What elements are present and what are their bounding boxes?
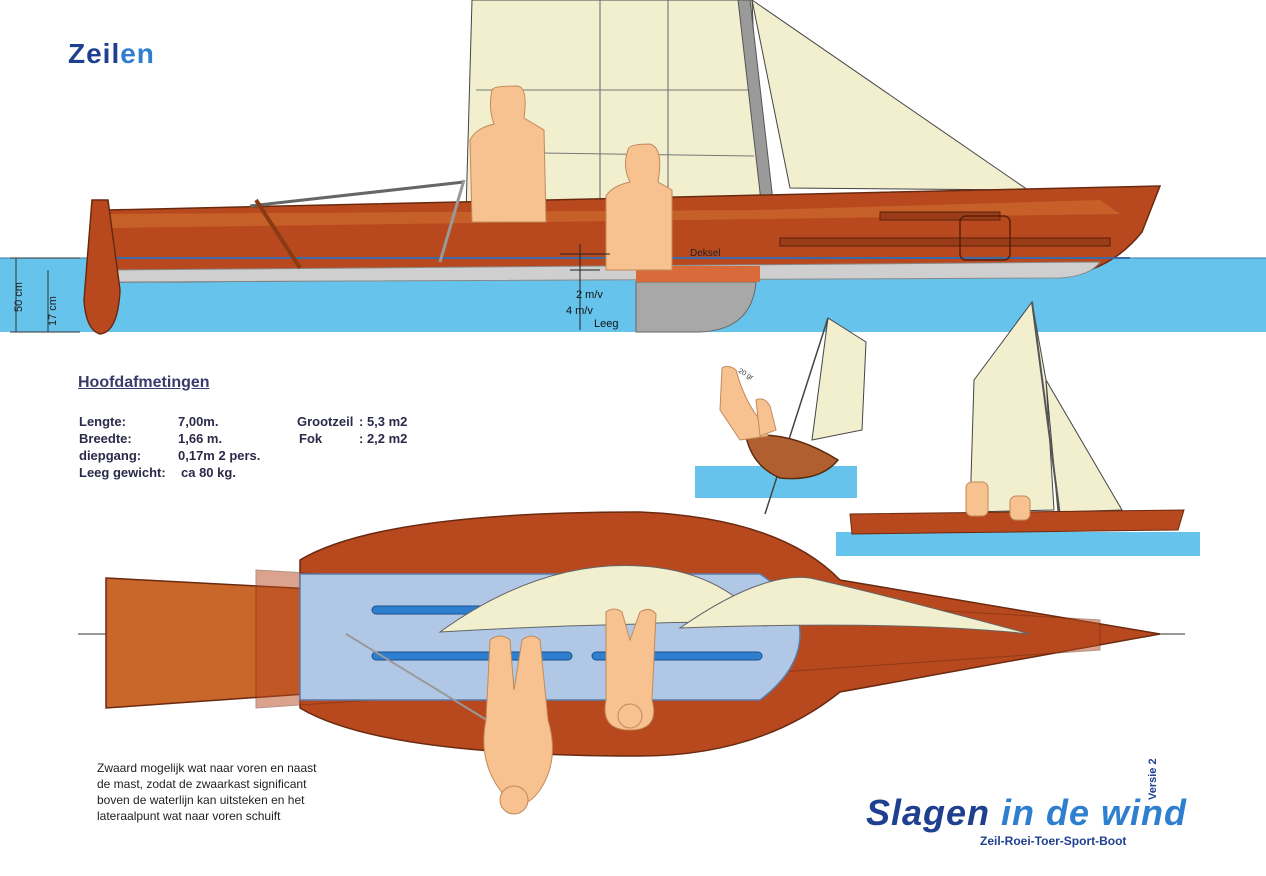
spec-label-jib: Fok [299, 431, 323, 446]
small-water [836, 532, 1200, 556]
top-jib-sail [678, 576, 1031, 635]
spec-value-weight: ca 80 kg. [181, 465, 236, 480]
depth-draft-label: 17 cm [47, 296, 59, 326]
top-person-2 [483, 635, 553, 805]
spec-label-draft: diepgang: [79, 448, 142, 463]
design-note: Zwaard mogelijk wat naar voren en naast … [97, 761, 317, 823]
heel-view [695, 317, 867, 515]
heel-angle-label: 20 gr [737, 368, 755, 382]
side-centreboard [635, 281, 757, 333]
spec-label-width: Breedte: [79, 431, 132, 446]
brand-title: Slagen in de wind [866, 792, 1187, 834]
brand-subtitle: Zeil-Roei-Toer-Sport-Boot [980, 834, 1127, 848]
speed-2-label: 2 m/v [576, 289, 603, 301]
specs-heading: Hoofdafmetingen [78, 374, 210, 391]
page-title: Zeilen [68, 38, 155, 70]
spec-label-mainsail: Grootzeil [297, 414, 354, 429]
spec-label-length: Lengte: [79, 414, 126, 429]
spec-value-width: 1,66 m. [178, 431, 223, 446]
small-side-view [836, 300, 1200, 556]
speed-4-label: 4 m/v [566, 305, 593, 317]
spec-value-length: 7,00m. [178, 414, 219, 429]
spec-label-weight: Leeg gewicht: [79, 465, 166, 480]
heel-hull [745, 434, 840, 480]
spec-value-jib: : 2,2 m2 [359, 431, 408, 446]
page-title-part2: en [120, 38, 155, 69]
side-rudder [83, 199, 121, 335]
side-person-1 [469, 85, 547, 223]
top-person-1 [604, 608, 657, 731]
side-jib-sail [751, 0, 1030, 191]
page-title-part1: Zeil [68, 38, 121, 69]
side-view [0, 0, 1266, 335]
top-view [78, 511, 1185, 815]
lid-label: Deksel [690, 248, 721, 259]
side-person-2 [605, 143, 673, 271]
spec-value-draft: 0,17m 2 pers. [178, 448, 261, 463]
spec-value-mainsail: : 5,3 m2 [359, 414, 408, 429]
brand-title-part1: Slagen [866, 792, 1002, 833]
empty-label: Leeg [594, 318, 618, 330]
depth-total-label: 50 cm [13, 282, 25, 312]
brand-title-part2: in de wind [1001, 792, 1188, 833]
